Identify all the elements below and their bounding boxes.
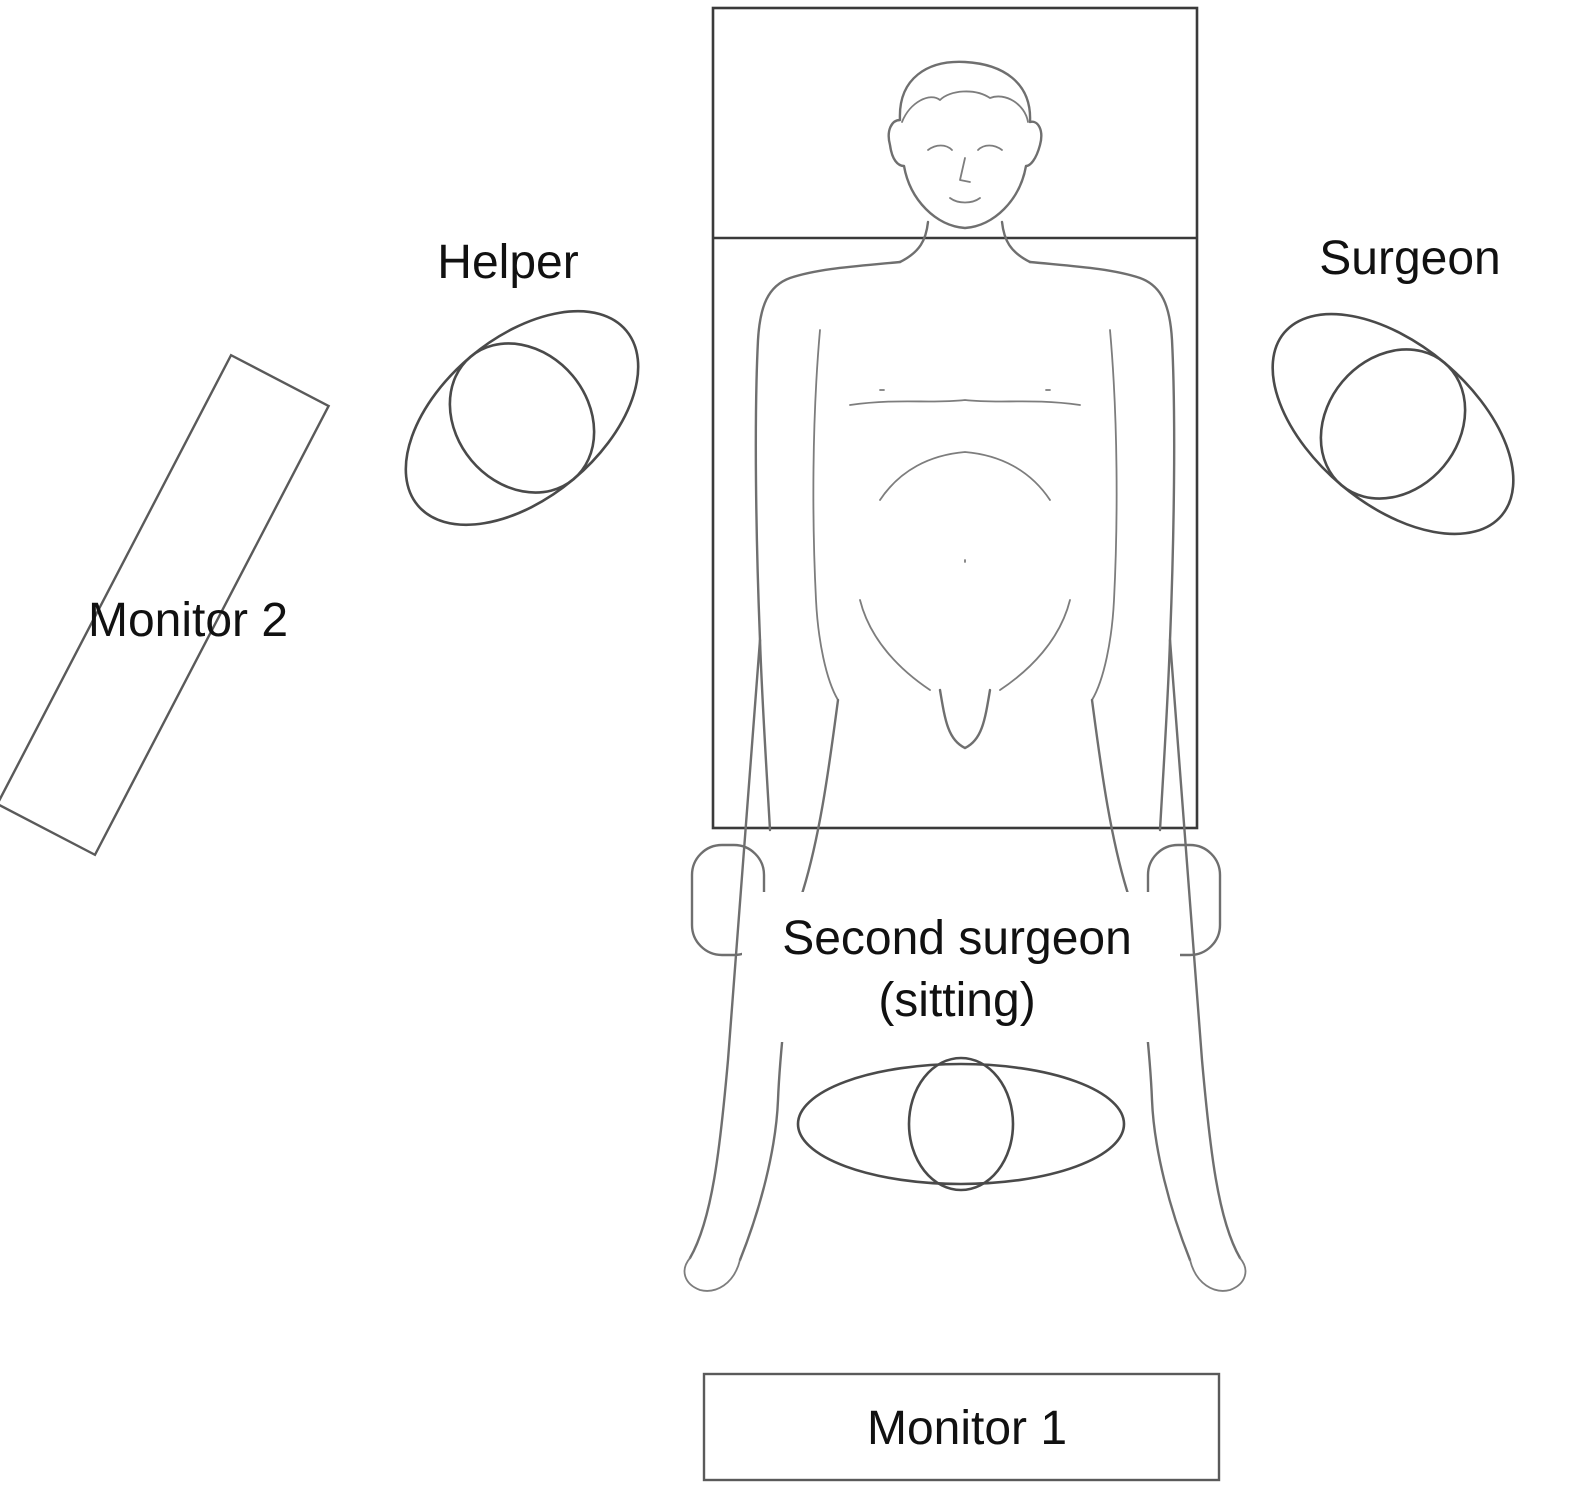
- operating-table: [690, 6, 1222, 957]
- helper-head: [448, 342, 596, 494]
- patient-head: [887, 60, 1043, 230]
- surgeon-head: [1319, 348, 1467, 500]
- surgeon-figure: [1271, 312, 1515, 536]
- patient-nose-mouth: [949, 157, 981, 204]
- second-surgeon-head: [907, 1056, 1015, 1192]
- monitor-1-box: [702, 1372, 1221, 1482]
- patient-groin: [938, 688, 992, 750]
- patient-chest: [849, 389, 1081, 406]
- second-surgeon-label-background: [742, 892, 1180, 1042]
- patient-feet: [683, 1257, 1247, 1292]
- monitor-2-box: [0, 353, 331, 857]
- second-surgeon-figure: [796, 1056, 1126, 1192]
- patient-hair: [901, 90, 1029, 123]
- helper-label: Helper: [437, 236, 578, 289]
- patient-figure: [683, 60, 1247, 1292]
- second-surgeon-label-line1: Second surgeon: [782, 912, 1132, 965]
- patient-neck: [898, 220, 1032, 264]
- helper-shoulders: [404, 309, 640, 527]
- monitor-1-label: Monitor 1: [867, 1402, 1067, 1455]
- patient-legs: [688, 638, 1242, 1262]
- patient-torso: [754, 260, 1176, 832]
- monitor-2-label: Monitor 2: [88, 594, 288, 647]
- table-outline: [711, 6, 1199, 830]
- helper-figure: [404, 309, 640, 527]
- patient-abdomen: [859, 451, 1071, 691]
- surgeon-shoulders: [1271, 312, 1515, 536]
- second-surgeon-label-line2: (sitting): [878, 974, 1035, 1027]
- patient-eyes: [927, 144, 1003, 151]
- patient-inner-arms: [812, 329, 1118, 701]
- second-surgeon-shoulders: [796, 1062, 1126, 1186]
- surgeon-label: Surgeon: [1319, 232, 1500, 285]
